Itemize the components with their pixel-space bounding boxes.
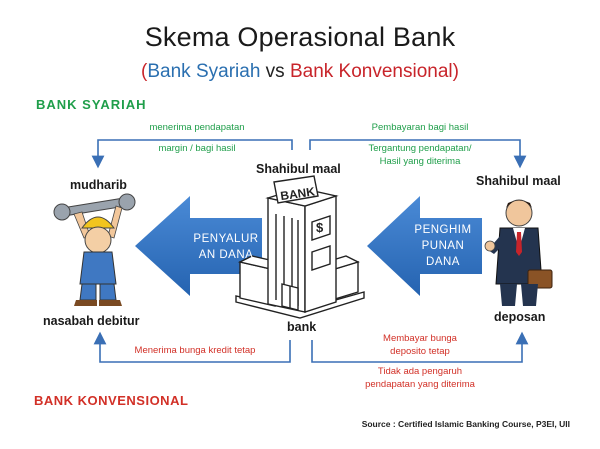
label-deposan: deposan (494, 310, 546, 324)
note-tidak-ada-pengaruh: Tidak ada pengaruh (377, 366, 463, 377)
note-menerima-pendapatan: menerima pendapatan (149, 122, 245, 133)
businessman-figure-icon (484, 199, 553, 306)
source-citation: Source : Certified Islamic Banking Cours… (361, 419, 570, 429)
page-title: Skema Operasional Bank (144, 22, 456, 52)
bank-building-icon (235, 175, 365, 319)
subtitle-close-paren: ) (452, 61, 459, 82)
note-pembayaran-bagi-hasil: Pembayaran bagi hasil (371, 122, 469, 133)
arrow-penghimpunan-line2: PUNAN (421, 240, 465, 252)
arrow-penghimpunan-label: PENGHIM PUNAN DANA (408, 222, 478, 270)
subtitle-open-paren: ( (141, 61, 148, 82)
arrow-penyaluran-line2: AN DANA (198, 249, 254, 261)
note-margin-bagi-hasil: margin / bagi hasil (158, 143, 236, 154)
note-hasil-yang-diterima: Hasil yang diterima (379, 156, 461, 167)
section-bank-konvensional: BANK KONVENSIONAL (34, 393, 189, 408)
arrow-penyaluran-line1: PENYALUR (193, 233, 259, 245)
subtitle-bank-konvensional: Bank Konvensional (289, 61, 453, 82)
flow-line-bottom-left (93, 331, 291, 363)
page-subtitle: (Bank Syariah vs Bank Konvensional) (0, 61, 600, 83)
subtitle-vs: vs (260, 61, 290, 82)
arrow-penghimpunan-line3: DANA (426, 256, 460, 268)
arrow-penyaluran-label: PENYALUR AN DANA (186, 231, 266, 263)
label-mudharib: mudharib (70, 178, 127, 192)
note-menerima-bunga-kredit: Menerima bunga kredit tetap (134, 345, 256, 356)
note-pendapatan-yang-diterima: pendapatan yang diterima (365, 379, 475, 390)
arrow-penyaluran-dana (135, 196, 262, 296)
arrow-penghimpunan-dana (367, 196, 482, 296)
flow-line-top-right (309, 139, 527, 169)
subtitle-bank-syariah: Bank Syariah (147, 61, 261, 82)
label-shahibul-maal-center: Shahibul maal (256, 162, 341, 176)
label-shahibul-maal-right: Shahibul maal (476, 174, 561, 188)
label-bank: bank (287, 320, 317, 334)
note-deposito-tetap: deposito tetap (390, 346, 450, 357)
label-nasabah-debitur: nasabah debitur (43, 314, 140, 328)
arrow-penghimpunan-line1: PENGHIM (414, 224, 472, 236)
note-membayar-bunga: Membayar bunga (383, 333, 457, 344)
bank-sign-text: BANK (279, 184, 316, 203)
worker-figure-icon (53, 193, 136, 306)
flow-line-top-left (91, 139, 293, 169)
flow-line-bottom-right (311, 331, 529, 363)
note-tergantung-pendapatan: Tergantung pendapatan/ (368, 143, 472, 154)
bank-dollar-text: $ (316, 220, 324, 235)
section-bank-syariah: BANK SYARIAH (36, 97, 147, 112)
